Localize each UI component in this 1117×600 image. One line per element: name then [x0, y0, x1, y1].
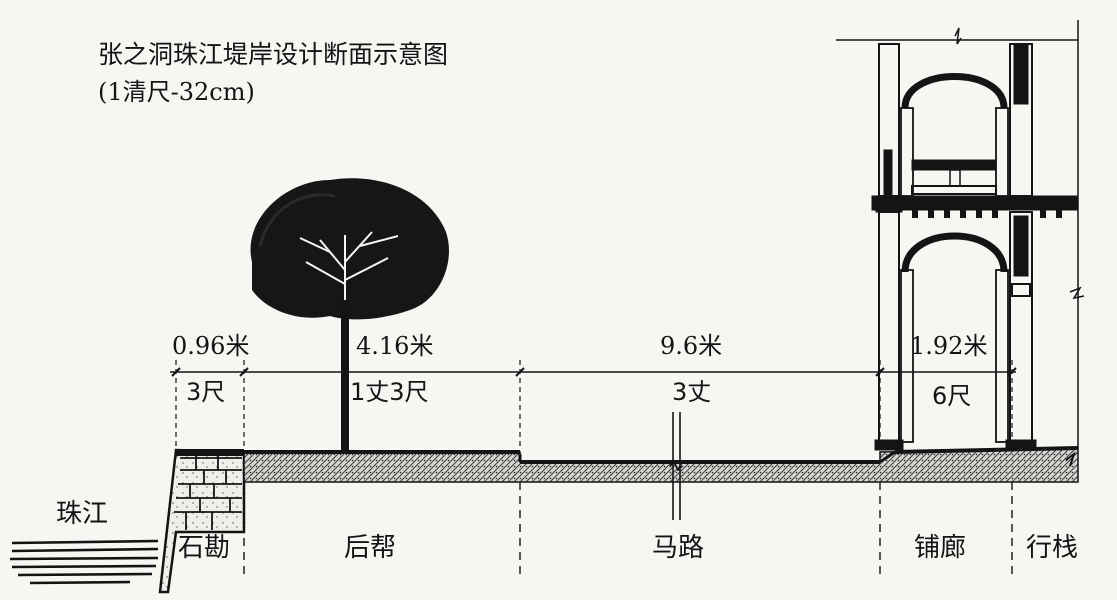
embankment-ground [243, 446, 1079, 483]
dimension-chi-bank: 1丈3尺 [350, 378, 429, 406]
zone-label-back-bank: 后帮 [344, 533, 396, 563]
stone-retaining-wall [158, 448, 246, 594]
dimension-label-arcade: 1.92米 [910, 332, 987, 360]
zone-label-road: 马路 [652, 533, 704, 563]
tree [250, 178, 449, 452]
section-break-mark [669, 412, 683, 520]
dimension-chi-arcade: 6尺 [932, 382, 971, 410]
zone-label-arcade: 铺廊 [914, 533, 966, 563]
river-water [9, 539, 159, 585]
diagram-title: 张之洞珠江堤岸设计断面示意图 [98, 40, 448, 69]
dimension-chi-stone: 3尺 [186, 378, 225, 406]
dimension-label-road: 9.6米 [660, 332, 722, 360]
zone-label-walkway: 行栈 [1026, 533, 1078, 563]
dimension-label-bank: 4.16米 [356, 332, 433, 360]
dimension-label-stone: 0.96米 [172, 332, 249, 360]
arcade-building [836, 20, 1085, 451]
dimension-chi-road: 3丈 [672, 378, 711, 406]
diagram-subtitle: (1清尺-32cm) [98, 78, 255, 106]
zone-label-stone-wall: 石勘 [178, 533, 230, 563]
section-dividers [243, 482, 1013, 580]
river-label: 珠江 [56, 499, 108, 529]
dimension-line [170, 360, 1017, 448]
